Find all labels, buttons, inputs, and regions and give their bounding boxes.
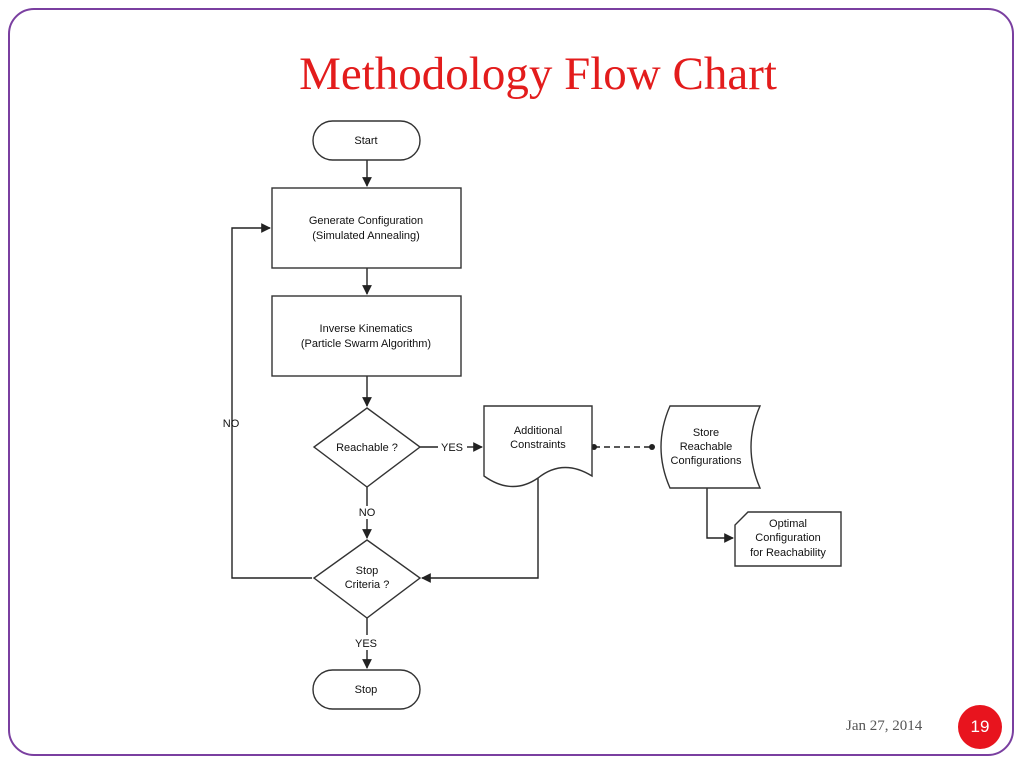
yes-label-stop: YES: [355, 638, 377, 650]
store-reachable-node: [660, 405, 762, 489]
slide-frame: [8, 8, 1014, 756]
constraints-label-line2: Constraints: [510, 439, 566, 451]
generate-configuration-node: [271, 187, 462, 269]
inverse-label-line1: Inverse Kinematics: [320, 323, 413, 335]
yes-label-reachable: YES: [441, 442, 463, 454]
slide-title: Methodology Flow Chart: [299, 48, 777, 100]
store-label-line3: Configurations: [671, 455, 742, 467]
optimal-label-line3: for Reachability: [750, 547, 826, 559]
additional-constraints-node: [483, 405, 593, 488]
stop-criteria-label-line1: Stop: [356, 565, 379, 577]
page-number-badge: 19: [958, 705, 1002, 749]
optimal-label-line2: Configuration: [755, 532, 820, 544]
stop-label: Stop: [355, 684, 378, 696]
no-label-reachable: NO: [359, 507, 376, 519]
reachable-label: Reachable ?: [336, 442, 398, 454]
edge-loop-no: [231, 223, 312, 579]
reachable-decision: [312, 407, 422, 488]
connector-dot-right: [649, 444, 655, 450]
store-label-line2: Reachable: [680, 441, 733, 453]
inverse-label-line2: (Particle Swarm Algorithm): [301, 338, 431, 350]
stop-criteria-decision: [312, 539, 422, 619]
start-node: [312, 120, 421, 161]
optimal-configuration-node: [734, 511, 842, 567]
start-label: Start: [354, 135, 377, 147]
generate-label-line1: Generate Configuration: [309, 215, 423, 227]
edge-store-optimal: [706, 488, 734, 543]
store-label-line1: Store: [693, 427, 719, 439]
constraints-label-line1: Additional: [514, 425, 562, 437]
stop-node: [312, 669, 421, 710]
edge-constraints-stop-criteria: [421, 478, 539, 583]
slide-date: Jan 27, 2014: [846, 718, 923, 734]
optimal-label-line1: Optimal: [769, 518, 807, 530]
stop-criteria-label-line2: Criteria ?: [345, 579, 390, 591]
inverse-kinematics-node: [271, 295, 462, 377]
no-label-loop: NO: [223, 418, 240, 430]
generate-label-line2: (Simulated Annealing): [312, 230, 420, 242]
